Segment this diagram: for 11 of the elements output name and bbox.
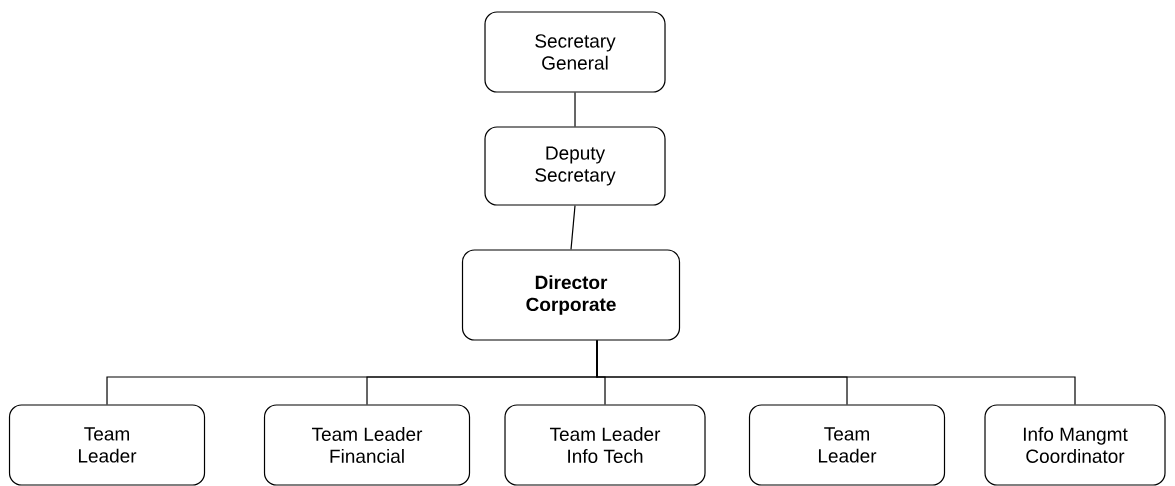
org-box: Team Leader xyxy=(748,404,946,486)
org-box: Team Leader xyxy=(8,404,206,486)
org-box: Director Corporate xyxy=(461,249,681,341)
connector-line xyxy=(596,340,1076,405)
connector-line xyxy=(570,205,576,250)
org-box: Secretary General xyxy=(484,11,666,93)
org-box: Info Mangmt Coordinator xyxy=(984,404,1166,486)
connector-line xyxy=(574,92,576,127)
org-box: Deputy Secretary xyxy=(484,126,666,206)
org-box: Team Leader Financial xyxy=(263,404,471,486)
org-box: Team Leader Info Tech xyxy=(504,404,706,486)
